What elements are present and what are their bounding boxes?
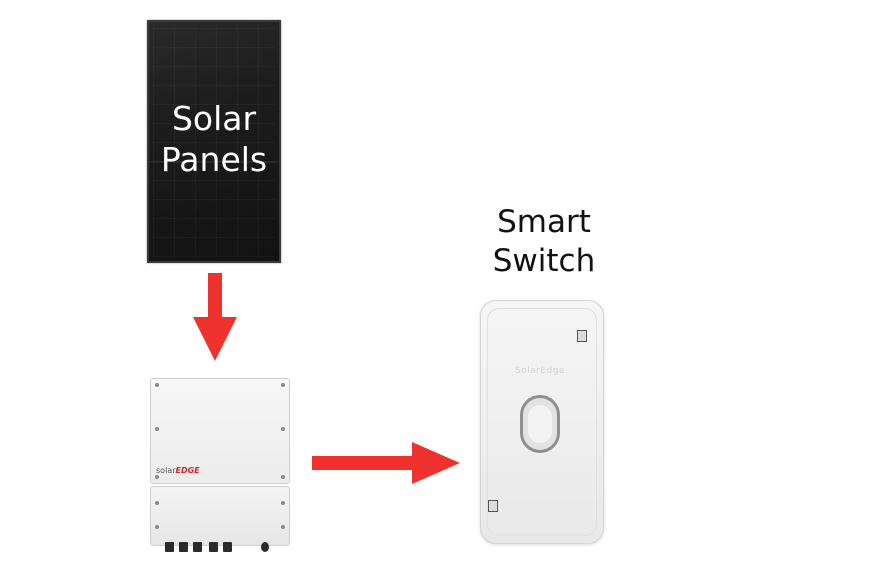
connector-port: [179, 542, 188, 552]
smart-switch-label: Smart Switch: [470, 203, 618, 281]
right-arrow-shaft: [312, 456, 416, 470]
down-arrow-head: [193, 317, 237, 361]
connector-port: [193, 542, 202, 552]
screw: [281, 427, 285, 431]
connector-port: [209, 542, 218, 552]
screw: [155, 383, 159, 387]
panel-divider: [149, 161, 279, 163]
down-arrow-shaft: [208, 273, 222, 325]
smart-switch-face: [487, 308, 597, 536]
switch-clip-top: [577, 330, 587, 342]
inverter-top-unit: [150, 378, 290, 484]
switch-clip-bottom: [488, 500, 498, 512]
smart-switch-button-face: [528, 405, 552, 443]
screw: [281, 525, 285, 529]
connector-port: [261, 542, 269, 552]
solar-panels-label: Solar Panels: [147, 98, 281, 180]
screw: [155, 475, 159, 479]
inverter-connectors: [165, 542, 275, 554]
right-arrow-head: [412, 442, 460, 484]
inverter-brand-prefix: solar: [156, 466, 176, 475]
smart-switch-brand: SolarEdge: [514, 366, 566, 376]
solar-panels-label-line1: Solar: [171, 99, 257, 138]
solar-panels-label-line2: Panels: [160, 140, 268, 179]
screw: [155, 525, 159, 529]
screw: [281, 501, 285, 505]
solar-panel-image: [147, 20, 281, 263]
inverter-brand-suffix: EDGE: [175, 466, 200, 475]
connector-port: [165, 542, 174, 552]
right-arrow-icon: [312, 442, 460, 484]
smart-switch-label-line1: Smart: [497, 204, 591, 240]
down-arrow-icon: [193, 273, 237, 361]
smart-switch-label-line2: Switch: [492, 243, 596, 279]
screw: [155, 427, 159, 431]
panel-cell-grid: [153, 26, 275, 257]
screw: [155, 501, 159, 505]
screw: [281, 475, 285, 479]
inverter-battery-unit: [150, 486, 290, 546]
screw: [281, 383, 285, 387]
connector-port: [223, 542, 232, 552]
inverter-brand-logo: solarEDGE: [156, 466, 200, 475]
